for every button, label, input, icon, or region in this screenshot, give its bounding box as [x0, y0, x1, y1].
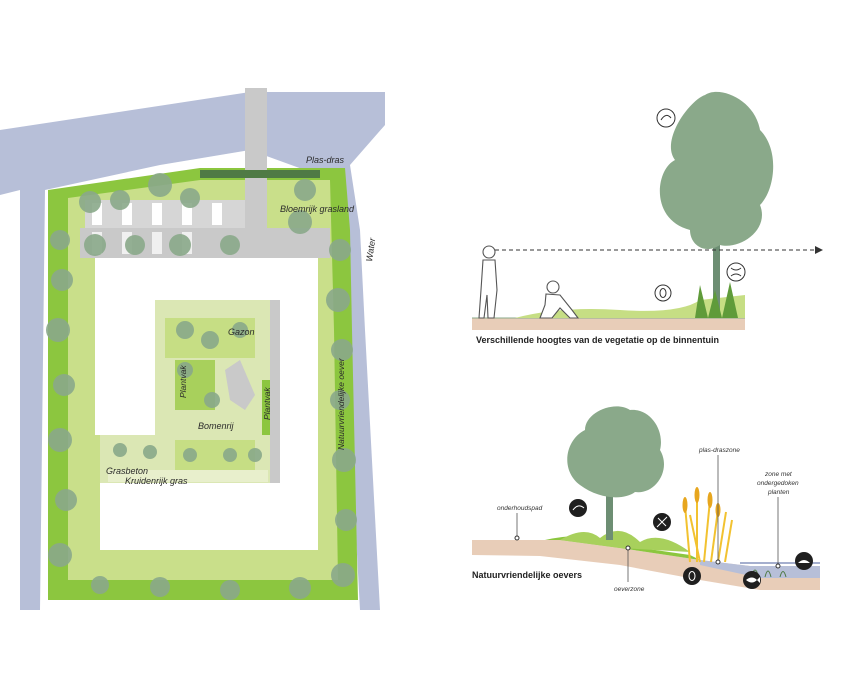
label-oeverzone: oeverzone: [614, 586, 645, 593]
caption-section-bottom: Natuurvriendelijke oevers: [472, 570, 582, 580]
bird-icon: [656, 108, 676, 128]
label-plas-dras: Plas-dras: [306, 155, 345, 165]
butterfly-icon: [726, 262, 746, 282]
section-vegetation-heights: Verschillende hoogtes van de vegetatie o…: [472, 91, 823, 345]
label-bomenrij: Bomenrij: [198, 421, 235, 431]
label-zone-met-3: planten: [767, 489, 790, 496]
reeds: [684, 495, 733, 563]
tree-trunk: [713, 210, 720, 318]
path-north: [245, 88, 267, 228]
label-water: Water: [364, 236, 377, 262]
tree-crown: [659, 91, 774, 250]
person-standing: [478, 245, 498, 319]
label-natuurvriendelijke-oever: Natuurvriendelijke oever: [336, 357, 346, 450]
label-zone-met-1: zone met: [764, 471, 793, 478]
bank-water: [700, 560, 820, 578]
canal-water: [0, 92, 385, 610]
label-bloemrijk-grasland: Bloemrijk grasland: [280, 204, 355, 214]
label-plantvak-2: Plantvak: [262, 387, 272, 420]
label-plantvak: Plantvak: [178, 365, 188, 398]
section-nature-friendly-banks: onderhoudspad plas-draszone zone met ond…: [472, 406, 820, 593]
building: [95, 258, 318, 550]
bank-soil: [472, 540, 820, 590]
label-plas-draszone: plas-draszone: [698, 447, 740, 454]
beetle-icon: [654, 284, 672, 302]
parking: [85, 200, 245, 254]
label-grasbeton: Grasbeton: [106, 466, 148, 476]
site-plan: Plas-dras Bloemrijk grasland Water Gazon…: [0, 88, 385, 610]
label-onderhoudspad: onderhoudspad: [497, 505, 543, 512]
beetle-icon-bank: [683, 567, 701, 585]
bank-tree: [567, 406, 664, 498]
label-kruidenrijk-gras: Kruidenrijk gras: [125, 476, 188, 486]
person-sitting: [539, 280, 580, 319]
label-zone-met-2: ondergedoken: [757, 480, 799, 487]
bird-icon-bank: [569, 499, 587, 517]
caption-section-top: Verschillende hoogtes van de vegetatie o…: [476, 335, 719, 345]
plan-trees: [46, 173, 357, 600]
label-gazon: Gazon: [228, 327, 255, 337]
